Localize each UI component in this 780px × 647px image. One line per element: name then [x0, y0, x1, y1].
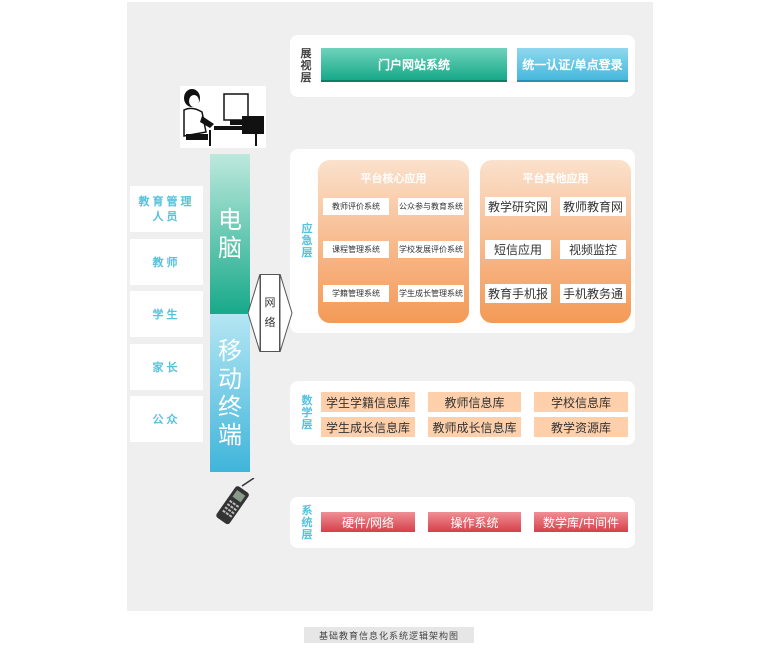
other-app-item[interactable]: 短信应用	[485, 240, 551, 259]
core-app-item[interactable]: 教师评价系统	[323, 198, 389, 215]
mobile-phone-icon	[216, 478, 255, 525]
other-app-item[interactable]: 手机教务通	[560, 284, 626, 303]
role-education-admin[interactable]: 教育管理人员	[130, 186, 203, 232]
other-app-item[interactable]: 教师教育网	[560, 197, 626, 216]
other-apps-title: 平台其他应用	[522, 172, 589, 185]
core-app-item[interactable]: 课程管理系统	[323, 241, 389, 258]
database-item[interactable]: 学校信息库	[534, 392, 628, 412]
core-app-item[interactable]: 学生成长管理系统	[398, 285, 464, 302]
portal-system-button[interactable]: 门户网站系统	[321, 48, 507, 82]
core-apps-title: 平台核心应用	[360, 172, 427, 185]
role-parent[interactable]: 家长	[130, 344, 203, 390]
database-item[interactable]: 教学资源库	[534, 417, 628, 437]
computer-access-bar: 电脑	[210, 154, 250, 314]
other-app-item[interactable]: 教育手机报	[485, 284, 551, 303]
database-item[interactable]: 教师信息库	[428, 392, 521, 412]
core-app-item[interactable]: 学校发展评价系统	[398, 241, 464, 258]
application-layer-label: 应急层	[301, 222, 313, 259]
core-apps-card: 平台核心应用 教师评价系统 公众参与教育系统 课程管理系统 学校发展评价系统 学…	[318, 160, 469, 323]
database-item[interactable]: 教师成长信息库	[428, 417, 521, 437]
role-public[interactable]: 公众	[130, 396, 203, 442]
system-layer-label: 系统层	[301, 504, 313, 541]
database-item[interactable]: 学生学籍信息库	[321, 392, 415, 412]
core-app-item[interactable]: 公众参与教育系统	[398, 198, 464, 215]
computer-user-icon	[180, 86, 266, 148]
other-apps-card: 平台其他应用 教学研究网 教师教育网 短信应用 视频监控 教育手机报 手机教务通	[480, 160, 631, 323]
other-app-item[interactable]: 视频监控	[560, 240, 626, 259]
other-app-item[interactable]: 教学研究网	[485, 197, 551, 216]
network-label: 网络	[260, 274, 280, 352]
system-item[interactable]: 硬件/网络	[321, 512, 415, 532]
mobile-access-bar: 移动终端	[210, 314, 250, 472]
diagram-caption: 基础教育信息化系统逻辑架构图	[304, 627, 474, 643]
role-student[interactable]: 学生	[130, 291, 203, 337]
role-teacher[interactable]: 教师	[130, 239, 203, 285]
system-item[interactable]: 操作系统	[428, 512, 521, 532]
system-item[interactable]: 数学库/中间件	[534, 512, 628, 532]
database-item[interactable]: 学生成长信息库	[321, 417, 415, 437]
core-app-item[interactable]: 学籍管理系统	[323, 285, 389, 302]
display-layer-label: 展视层	[300, 47, 312, 84]
data-layer-label: 数学层	[301, 394, 313, 431]
sso-button[interactable]: 统一认证/单点登录	[517, 48, 628, 82]
